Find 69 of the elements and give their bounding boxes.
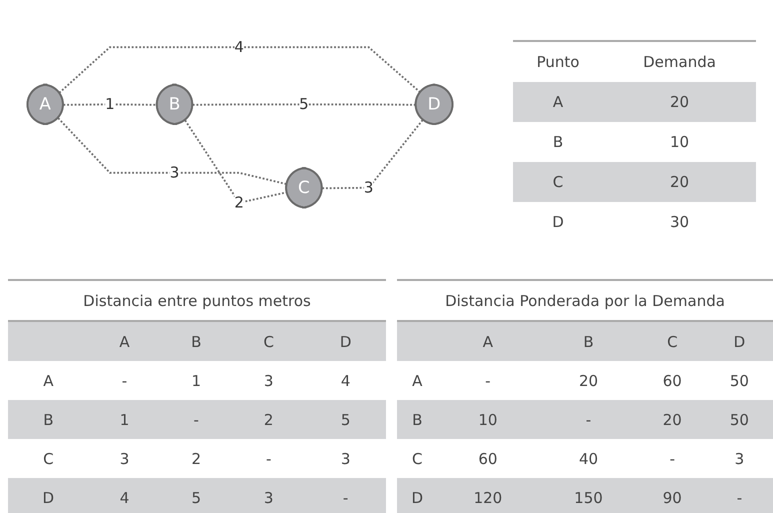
- table-cell: -: [438, 361, 538, 400]
- table-cell: 3: [232, 361, 306, 400]
- table-cell: -: [160, 400, 232, 439]
- table-cell: 2: [160, 439, 232, 478]
- table-cell: 40: [538, 439, 639, 478]
- connector: [192, 103, 416, 106]
- table-cell: B: [397, 400, 438, 439]
- edge-label: 2: [234, 193, 244, 212]
- table-cell: 50: [706, 361, 773, 400]
- edge-label: 1: [105, 95, 115, 113]
- table-cell: 50: [706, 400, 773, 439]
- table-cell: C: [397, 439, 438, 478]
- table-cell: C: [8, 439, 89, 478]
- table-cell: A: [88, 321, 160, 361]
- table-cell: B: [538, 321, 639, 361]
- table-cell: 3: [232, 478, 306, 513]
- connector: [58, 46, 422, 94]
- table-cell: A: [438, 321, 538, 361]
- table-cell: D: [305, 321, 386, 361]
- edge-label: 4: [234, 38, 244, 56]
- table-cell: -: [305, 478, 386, 513]
- table-cell: 10: [438, 400, 538, 439]
- table-cell: 1: [88, 400, 160, 439]
- table-cell: -: [232, 439, 306, 478]
- table-cell: 120: [438, 478, 538, 513]
- edge-label: 3: [170, 163, 180, 182]
- connector: [322, 119, 424, 190]
- table-cell: 20: [603, 82, 756, 122]
- table-cell: 90: [638, 478, 706, 513]
- table-cell: -: [88, 361, 160, 400]
- table-cell: 60: [638, 361, 706, 400]
- table-cell: C: [232, 321, 306, 361]
- table-cell: 3: [305, 439, 386, 478]
- table-cell: 5: [305, 400, 386, 439]
- table-cell: 4: [88, 478, 160, 513]
- table-cell: Demanda: [603, 41, 756, 82]
- table-cell: 150: [538, 478, 639, 513]
- connector: [63, 103, 158, 106]
- table-cell: 3: [706, 439, 773, 478]
- table-cell: B: [8, 400, 89, 439]
- table-cell: 4: [305, 361, 386, 400]
- table-cell: 2: [232, 400, 306, 439]
- table-cell: D: [8, 478, 89, 513]
- table-cell: -: [706, 478, 773, 513]
- table-cell: 60: [438, 439, 538, 478]
- connector: [58, 118, 288, 186]
- table-cell: A: [513, 82, 604, 122]
- table-cell: C: [513, 162, 604, 202]
- edge-label: 3: [364, 178, 374, 196]
- table-cell: D: [397, 478, 438, 513]
- table-cell: 10: [603, 122, 756, 162]
- table-cell: B: [160, 321, 232, 361]
- table-cell: D: [706, 321, 773, 361]
- table-cell: A: [397, 361, 438, 400]
- table-cell: 5: [160, 478, 232, 513]
- table-cell: 20: [538, 361, 639, 400]
- table-cell: C: [638, 321, 706, 361]
- table-cell: 1: [160, 361, 232, 400]
- table-cell: 20: [603, 162, 756, 202]
- table-cell: B: [513, 122, 604, 162]
- table-cell: -: [538, 400, 639, 439]
- table-cell: Punto: [513, 41, 604, 82]
- table-cell: A: [8, 361, 89, 400]
- table-cell: D: [513, 202, 604, 242]
- table-cell: 3: [88, 439, 160, 478]
- table-cell: -: [638, 439, 706, 478]
- edge-label: 5: [299, 95, 309, 113]
- table-cell: 30: [603, 202, 756, 242]
- table-cell: 20: [638, 400, 706, 439]
